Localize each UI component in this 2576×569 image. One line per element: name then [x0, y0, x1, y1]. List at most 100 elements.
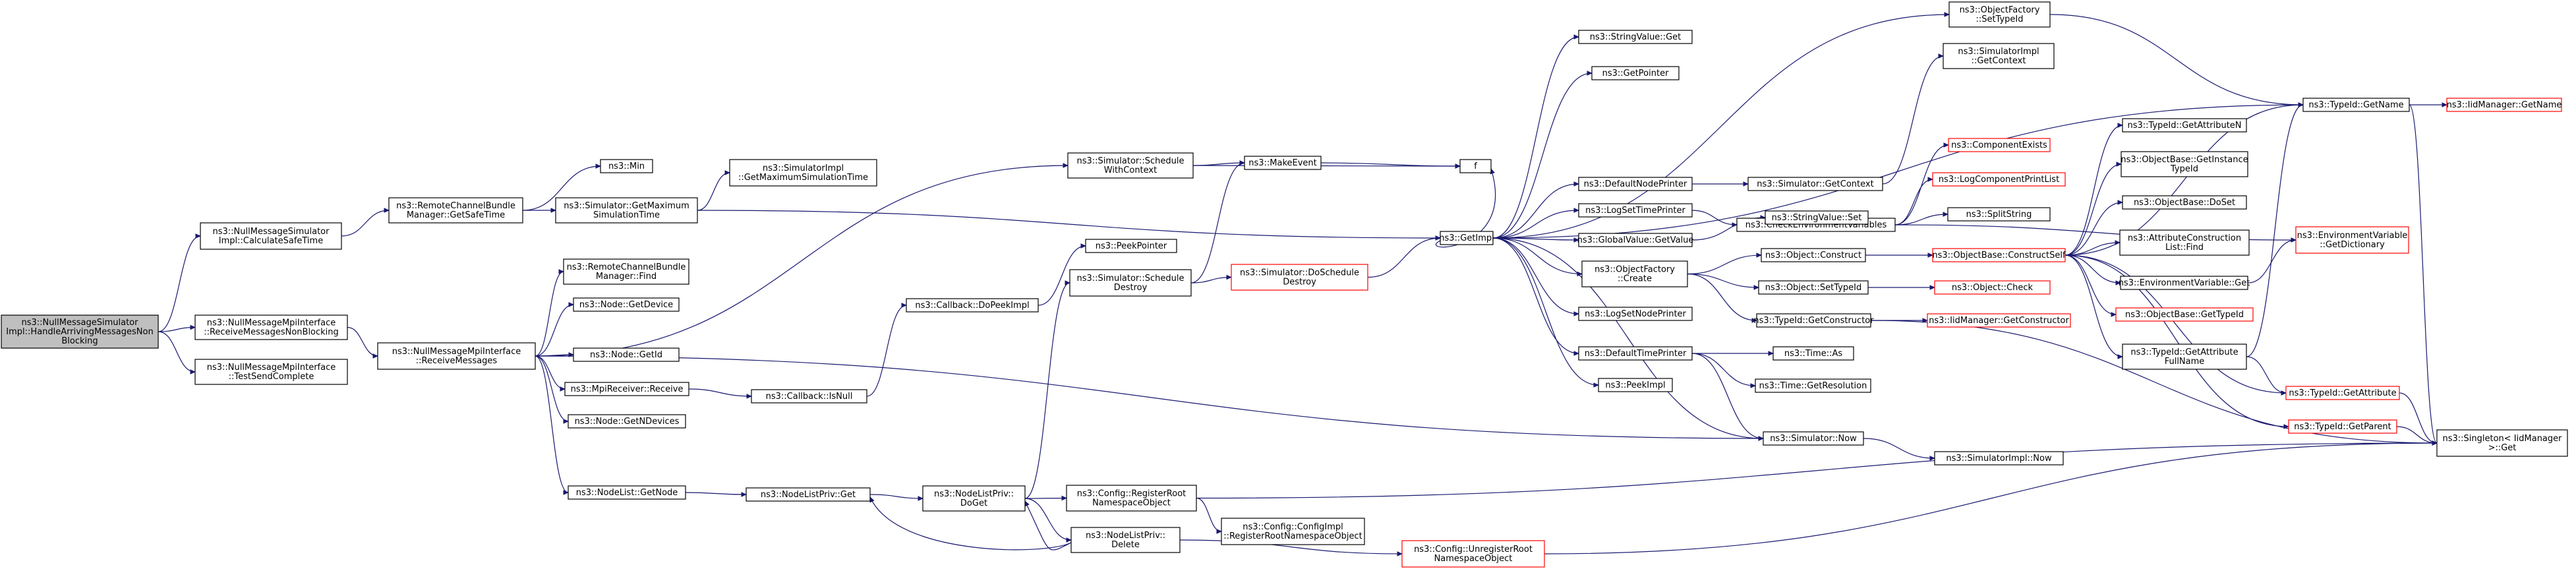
node-label: ns3::IidManager::GetName: [2447, 100, 2562, 110]
node-ns3-peekpointer[interactable]: ns3::PeekPointer: [1085, 239, 1177, 253]
node-ns3-globalvalue-getvalue[interactable]: ns3::GlobalValue::GetValue: [1577, 233, 1694, 247]
node-ns3-iidmanager-getname[interactable]: ns3::IidManager::GetName: [2446, 98, 2562, 112]
node-ns3-nodelist-getnode[interactable]: ns3::NodeList::GetNode: [568, 485, 686, 500]
node-ns3-peekimpl[interactable]: ns3::PeekImpl: [1598, 378, 1673, 392]
node-ns3-simulatorimpl-getmaximumsimulationtime[interactable]: ns3::SimulatorImpl::GetMaximumSimulation…: [729, 159, 877, 187]
node-box: [746, 487, 871, 502]
node-ns3-nullmessagempiinterface-testsendcomplete[interactable]: ns3::NullMessageMpiInterface::TestSendCo…: [194, 359, 348, 385]
node-ns3-makeevent[interactable]: ns3::MakeEvent: [1244, 156, 1322, 170]
node-ns3-defaultnodeprinter[interactable]: ns3::DefaultNodePrinter: [1578, 177, 1693, 191]
node-label: FullName: [2165, 357, 2205, 367]
node-label: ns3::NodeListPriv::: [1086, 531, 1165, 541]
node-label: ::GetMaximumSimulationTime: [738, 173, 868, 183]
edge-n36-to-n51: [1687, 273, 1757, 321]
node-ns3-time-getresolution[interactable]: ns3::Time::GetResolution: [1755, 378, 1871, 393]
node-ns3-objectfactory-settypeid[interactable]: ns3::ObjectFactory::SetTypeId: [1948, 1, 2051, 28]
node-ns3-objectbase-doset[interactable]: ns3::ObjectBase::DoSet: [2122, 195, 2247, 210]
node-ns3-simulator-now[interactable]: ns3::Simulator::Now: [1763, 431, 1864, 446]
node-ns3-nullmessagempiinterface-receivemessages[interactable]: ns3::NullMessageMpiInterface::ReceiveMes…: [377, 342, 536, 370]
node-f[interactable]: f: [1459, 159, 1492, 173]
node-box: [922, 485, 1026, 512]
node-label: ns3::NullMessageMpiInterface: [392, 347, 521, 357]
node-ns3-simulator-getmaximumsimulationtime[interactable]: ns3::Simulator::GetMaximumSimulationTime: [555, 197, 698, 224]
node-label: ::ReceiveMessages: [416, 356, 498, 366]
edge-n24-to-n21: [1024, 283, 1070, 499]
node-ns3-nullmessagesimulatorimpl-calculatesafetime[interactable]: ns3::NullMessageSimulatorImpl::Calculate…: [200, 222, 342, 250]
node-ns3-simulatorimpl-getcontext[interactable]: ns3::SimulatorImpl::GetContext: [1943, 43, 2055, 69]
node-ns3-nullmessagempiinterface-receivemessagesnonblocking[interactable]: ns3::NullMessageMpiInterface::ReceiveMes…: [194, 314, 348, 340]
node-ns3-config-unregisterrootnamespaceobject[interactable]: ns3::Config::UnregisterRootNamespaceObje…: [1401, 540, 1545, 568]
node-box: [600, 159, 653, 173]
node-ns3-object-construct[interactable]: ns3::Object::Construct: [1761, 248, 1866, 262]
edge-n21-to-n22: [1190, 278, 1231, 284]
node-ns3-logcomponentprintlist[interactable]: ns3::LogComponentPrintList: [1932, 172, 2066, 187]
node-label: f: [1474, 162, 1477, 171]
node-ns3-config-registerrootnamespaceobject[interactable]: ns3::Config::RegisterRootNamespaceObject: [1066, 485, 1197, 512]
node-ns3-typeid-getname[interactable]: ns3::TypeId::GetName: [2302, 98, 2410, 112]
node-ns3-stringvalue-set[interactable]: ns3::StringValue::Set: [1765, 210, 1869, 225]
node-label: ns3::MpiReceiver::Receive: [571, 384, 684, 394]
edge-n2-to-n8: [347, 326, 378, 357]
node-ns3-typeid-getconstructor[interactable]: ns3::TypeId::GetConstructor: [1753, 313, 1874, 328]
node-ns3-node-getid[interactable]: ns3::Node::GetId: [573, 347, 680, 362]
node-label: ns3::DefaultNodePrinter: [1584, 179, 1687, 189]
node-ns3-typeid-getattribute[interactable]: ns3::TypeId::GetAttribute: [2285, 386, 2400, 400]
node-ns3-nullmessagesimulatorimpl-handlearrivingmessagesnonblocking[interactable]: ns3::NullMessageSimulatorImpl::HandleArr…: [1, 314, 159, 349]
node-ns3-environmentvariable-get[interactable]: ns3::EnvironmentVariable::Get: [2119, 276, 2250, 290]
node-ns3-min[interactable]: ns3::Min: [600, 159, 653, 173]
node-ns3-objectfactory-create[interactable]: ns3::ObjectFactory::Create: [1581, 260, 1688, 287]
node-ns3-environmentvariable-getdictionary[interactable]: ns3::EnvironmentVariable::GetDictionary: [2295, 226, 2409, 254]
node-box: [1772, 346, 1854, 361]
node-ns3-mpireceiver-receive[interactable]: ns3::MpiReceiver::Receive: [564, 382, 689, 396]
node-ns3-callback-isnull[interactable]: ns3::Callback::IsNull: [751, 389, 867, 404]
node-ns3-getimpl[interactable]: ns3::GetImpl: [1439, 231, 1494, 245]
node-ns3-object-check[interactable]: ns3::Object::Check: [1934, 280, 2051, 295]
node-ns3-remotechannelbundlemanager-getsafetime[interactable]: ns3::RemoteChannelBundleManager::GetSafe…: [388, 197, 523, 224]
node-box: [751, 389, 867, 404]
node-ns3-defaulttimeprinter[interactable]: ns3::DefaultTimePrinter: [1578, 346, 1693, 361]
node-ns3-object-settypeid[interactable]: ns3::Object::SetTypeId: [1758, 280, 1869, 295]
node-label: ns3::Simulator::Schedule: [1076, 274, 1184, 284]
node-label: ns3::RemoteChannelBundle: [567, 262, 686, 272]
node-ns3-objectbase-gettypeid[interactable]: ns3::ObjectBase::GetTypeId: [2115, 307, 2254, 322]
node-ns3-nodelistpriv-delete[interactable]: ns3::NodeListPriv::Delete: [1070, 527, 1181, 553]
node-ns3-nodelistpriv-get[interactable]: ns3::NodeListPriv::Get: [746, 487, 871, 502]
node-ns3-stringvalue-get[interactable]: ns3::StringValue::Get: [1578, 30, 1693, 44]
node-ns3-componentexists[interactable]: ns3::ComponentExists: [1948, 138, 2051, 152]
node-ns3-typeid-getparent[interactable]: ns3::TypeId::GetParent: [2288, 419, 2397, 434]
node-ns3-logsetnodeprinter[interactable]: ns3::LogSetNodePrinter: [1578, 307, 1693, 321]
node-label: ns3::Callback::IsNull: [766, 392, 853, 402]
edge-n65-to-n66: [2246, 356, 2286, 393]
node-box: [2120, 276, 2248, 290]
edge-n54-to-n63: [2064, 255, 2121, 283]
node-ns3-splitstring[interactable]: ns3::SplitString: [1947, 207, 2051, 222]
node-ns3-singleton-iidmanager-get[interactable]: ns3::Singleton< IidManager >::Get: [2436, 429, 2568, 457]
node-ns3-callback-dopeekimpl[interactable]: ns3::Callback::DoPeekImpl: [906, 298, 1039, 313]
node-ns3-nodelistpriv-doget[interactable]: ns3::NodeListPriv::DoGet: [922, 485, 1026, 512]
node-box: [2119, 229, 2250, 256]
edge-n26-to-n27: [1196, 497, 1221, 532]
node-ns3-getpointer[interactable]: ns3::GetPointer: [1591, 66, 1680, 80]
node-ns3-simulatorimpl-now[interactable]: ns3::SimulatorImpl::Now: [1934, 451, 2064, 465]
edge-n8-to-n16: [535, 355, 568, 421]
node-ns3-node-getndevices[interactable]: ns3::Node::GetNDevices: [568, 414, 686, 429]
node-ns3-typeid-getattributen[interactable]: ns3::TypeId::GetAttributeN: [2122, 118, 2247, 133]
node-ns3-time-as[interactable]: ns3::Time::As: [1772, 346, 1854, 361]
node-ns3-logsettimeprinter[interactable]: ns3::LogSetTimePrinter: [1578, 203, 1693, 218]
node-ns3-config-configimpl-registerrootnamespaceobject[interactable]: ns3::Config::ConfigImpl::RegisterRootNam…: [1221, 518, 1365, 545]
node-ns3-simulator-getcontext[interactable]: ns3::Simulator::GetContext: [1747, 177, 1883, 191]
node-ns3-iidmanager-getconstructor[interactable]: ns3::IidManager::GetConstructor: [1927, 313, 2071, 328]
node-ns3-objectbase-constructself[interactable]: ns3::ObjectBase::ConstructSelf: [1932, 248, 2066, 262]
node-ns3-node-getdevice[interactable]: ns3::Node::GetDevice: [573, 297, 680, 312]
node-label: ns3::ComponentExists: [1951, 140, 2047, 150]
node-box: [1085, 239, 1177, 253]
node-box: [1578, 30, 1693, 44]
edge-n57-to-n69: [2409, 104, 2437, 443]
